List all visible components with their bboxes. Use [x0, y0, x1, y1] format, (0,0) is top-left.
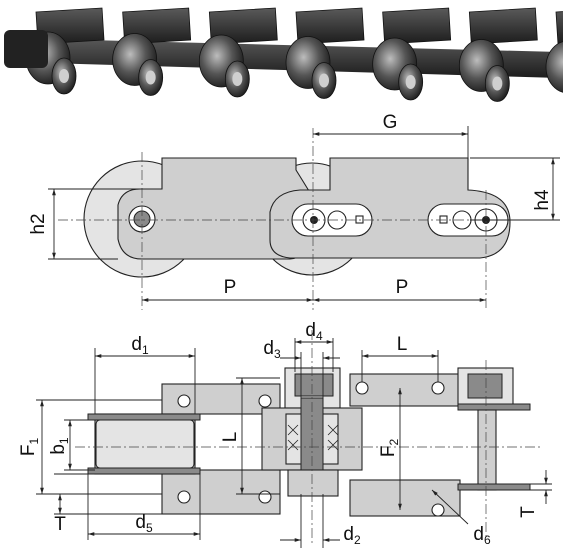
plan-view: d1 d4 d3 L F1 b1 L F2 — [18, 320, 552, 548]
L-mid-label: L — [220, 432, 241, 443]
b1-label: b1 — [48, 437, 71, 455]
center-top-bearing — [294, 373, 334, 397]
chain-pin-face — [492, 76, 503, 91]
chain-pin-face — [59, 69, 69, 83]
chain-pin-face — [232, 72, 243, 86]
F1-label: F1 — [18, 438, 41, 457]
hole-right-1 — [431, 381, 445, 395]
d5-label: d5 — [135, 512, 153, 535]
P-left-label: P — [224, 277, 237, 298]
right-roller-core — [467, 373, 503, 399]
L-top-label: L — [397, 334, 408, 355]
right-roller-flange — [457, 403, 531, 411]
T-left-label: T — [54, 514, 66, 535]
d4-label: d4 — [305, 320, 323, 343]
G-label: G — [383, 112, 398, 133]
d3-label: d3 — [263, 338, 281, 361]
chain-pin-face — [405, 75, 416, 89]
right-roller-pin — [477, 409, 497, 491]
chain-attachment-tab — [382, 7, 452, 45]
left-roller-tube — [95, 419, 195, 469]
chain-attachment-tab — [555, 11, 563, 45]
left-roller-flange-bottom — [87, 467, 201, 475]
chain-photo — [4, 7, 563, 102]
h2-label: h2 — [28, 213, 49, 234]
chain-end-block — [4, 30, 48, 68]
square-hole-left — [355, 215, 364, 224]
chain-attachment-tab — [295, 7, 365, 45]
F2-label: F2 — [378, 439, 401, 458]
hole-right-2 — [355, 381, 369, 395]
left-roller-flange-top — [87, 413, 201, 421]
chain-photo-icon — [4, 7, 563, 102]
hole-left-1 — [177, 394, 191, 408]
side-view: G h4 h2 P P — [28, 112, 560, 310]
chain-attachment-tab — [468, 7, 538, 45]
hole-left-3 — [177, 490, 191, 504]
chain-pin-face — [319, 73, 329, 88]
right-roller-flange-bottom — [457, 483, 531, 491]
d1-label: d1 — [131, 334, 149, 357]
bearing-balls — [287, 424, 339, 451]
hole-right-3 — [431, 503, 445, 517]
chain-roller — [545, 41, 563, 93]
chain-attachment-tab — [208, 7, 278, 45]
P-right-label: P — [396, 277, 409, 298]
square-hole-right — [439, 215, 448, 224]
hole-left-2 — [258, 394, 272, 408]
center-bottom-plate — [287, 469, 339, 497]
hole-left-4 — [258, 490, 272, 504]
d6-leader — [431, 489, 469, 525]
h4-label: h4 — [532, 189, 553, 211]
d2-label: d2 — [343, 524, 361, 547]
d6-label: d6 — [473, 524, 491, 547]
chain-pin-face — [145, 70, 156, 85]
T-right-label: T — [518, 506, 539, 518]
technical-drawing: G h4 h2 P P — [18, 112, 560, 548]
left-attachment-plate — [117, 157, 313, 260]
